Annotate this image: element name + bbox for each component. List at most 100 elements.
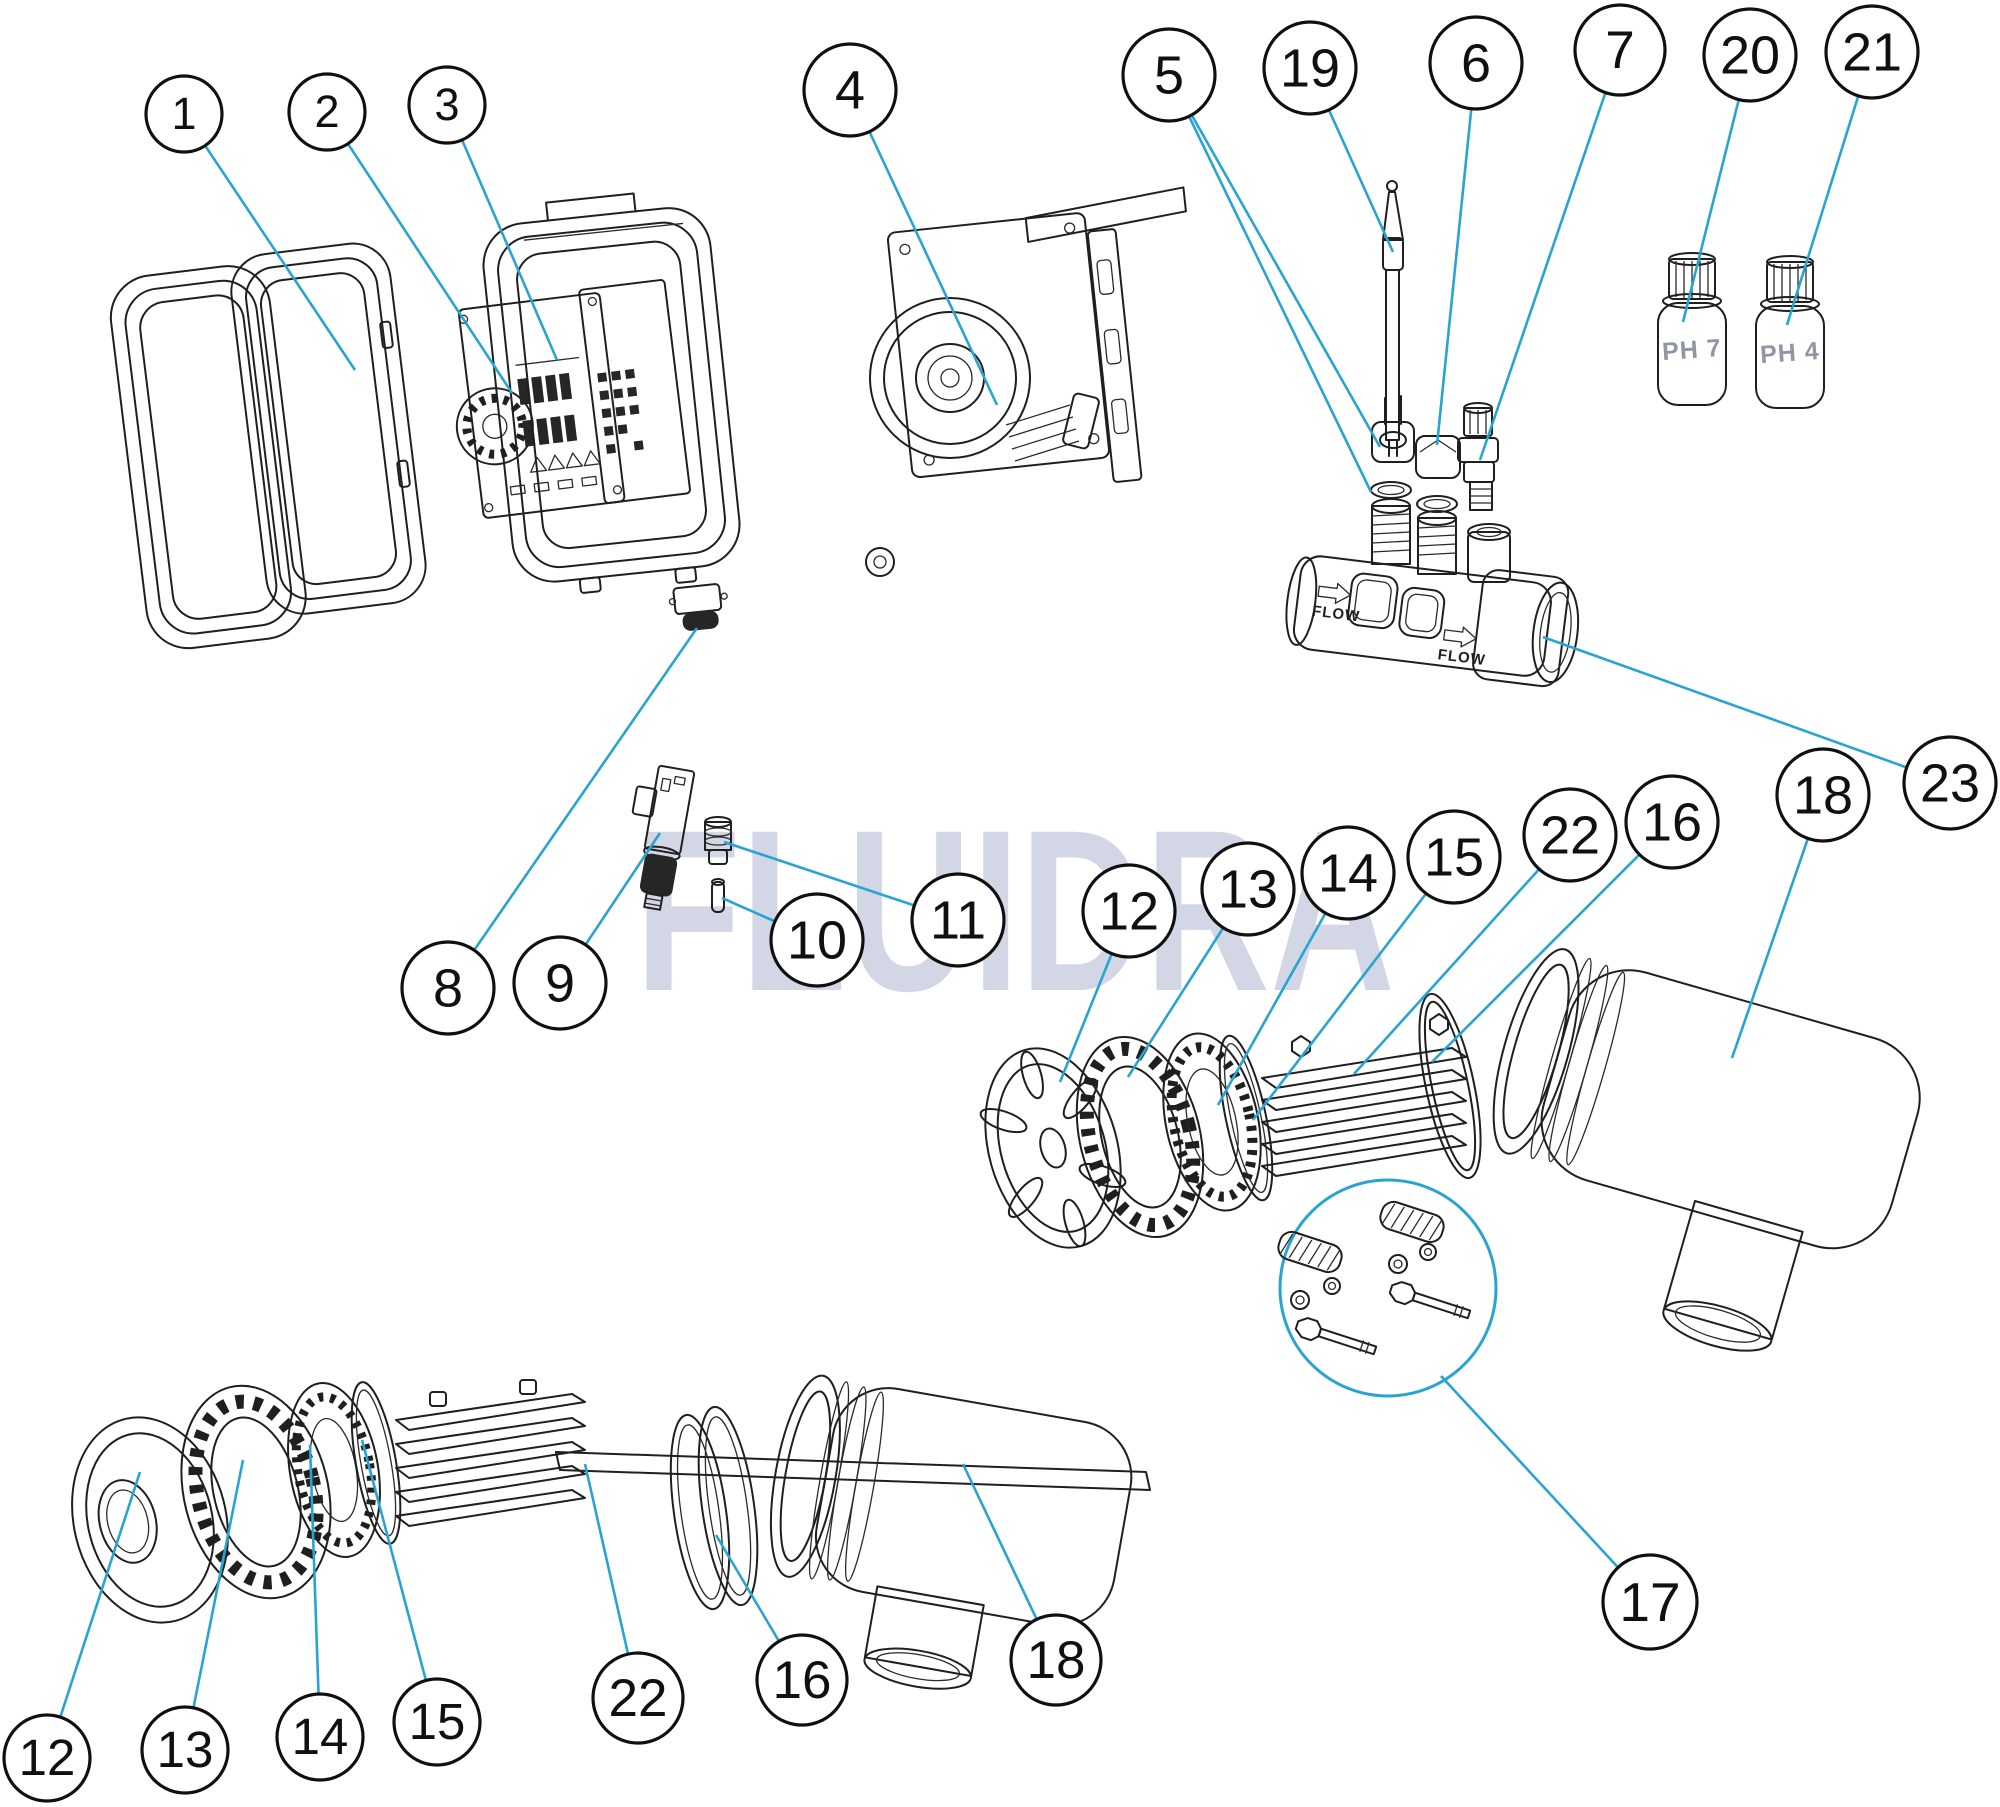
callout-9: 9: [512, 935, 608, 1031]
part-enclosure: [482, 192, 741, 631]
callout-12-upper: 12: [1081, 863, 1177, 959]
callout-number-22-upper: 22: [1540, 805, 1600, 865]
leader-line-15-upper: [1251, 856, 1456, 1121]
callout-5: 5: [1121, 27, 1217, 123]
callout-number-16-lower: 16: [773, 1651, 832, 1710]
leader-line-12-lower: [45, 1471, 142, 1759]
ph7-label: PH 7: [1661, 334, 1722, 366]
callout-number-14-upper: 14: [1318, 843, 1378, 903]
part-display-pcb: [455, 279, 691, 519]
part-electrode-holder-upper: [1162, 1032, 1262, 1212]
ph4-label: PH 4: [1759, 337, 1820, 369]
callout-balloon-15-lower: [392, 1677, 482, 1767]
callout-7: 7: [1573, 3, 1667, 97]
part-ph-probe: [1382, 180, 1404, 457]
callout-number-1: 1: [171, 88, 196, 139]
callout-number-5: 5: [1154, 45, 1184, 105]
callout-balloon-20: [1702, 7, 1798, 103]
callout-22-lower: 22: [591, 1651, 685, 1745]
callout-balloon-18-upper: [1775, 747, 1871, 843]
leader-line-21: [1785, 51, 1874, 326]
callout-number-4: 4: [835, 60, 865, 120]
part-ring-upper: [1218, 1034, 1274, 1202]
callout-number-18-upper: 18: [1793, 765, 1853, 825]
part-flow-sensor: [1457, 402, 1499, 511]
part-cell-locknut-lower: [180, 1384, 332, 1600]
callout-20: 20: [1702, 7, 1798, 103]
callout-21: 21: [1824, 4, 1920, 100]
spring-icon: [1379, 1200, 1445, 1244]
leader-line-5: [1167, 74, 1382, 448]
callout-number-17: 17: [1619, 1571, 1680, 1633]
part-pin: [711, 878, 725, 913]
callout-balloon-1: [144, 74, 224, 154]
callout-balloon-22-upper: [1522, 787, 1618, 883]
callout-number-18-lower: 18: [1027, 1631, 1086, 1690]
callout-number-12-lower: 12: [19, 1729, 76, 1786]
part-electrode-plates-upper: [1261, 1013, 1467, 1177]
part-cell-housing-upper: [1492, 948, 1921, 1352]
callout-12-lower: 12: [2, 1713, 92, 1803]
part-door-panel: [230, 242, 427, 615]
part-electrode-nut: [1371, 395, 1415, 463]
callout-balloon-16-upper: [1624, 774, 1720, 870]
callout-17: 17: [1601, 1553, 1699, 1651]
leader-line-23: [1542, 635, 1951, 785]
callout-balloon-3: [407, 65, 487, 145]
callout-13-upper: 13: [1200, 841, 1296, 937]
callout-balloon-12-lower: [2, 1713, 92, 1803]
bolt-icon: [1388, 1281, 1472, 1320]
callout-balloon-6: [1428, 15, 1524, 111]
leader-line-3: [445, 104, 559, 361]
callout-number-2: 2: [314, 86, 339, 137]
callout-number-22-lower: 22: [609, 1669, 668, 1728]
callout-number-10: 10: [787, 910, 847, 970]
callout-balloon-14-upper: [1300, 825, 1396, 921]
callout-balloon-4: [802, 42, 898, 138]
callout-number-23: 23: [1920, 753, 1980, 813]
callout-balloon-2: [287, 72, 367, 152]
part-electrode-fitting: [704, 816, 732, 865]
callout-2: 2: [287, 72, 367, 152]
callout-balloon-19: [1262, 20, 1358, 116]
callout-number-20: 20: [1720, 25, 1780, 85]
callout-1: 1: [144, 74, 224, 154]
leader-line-6: [1435, 62, 1478, 446]
part-bottle-ph4: PH 4: [1755, 255, 1825, 409]
callout-19: 19: [1262, 20, 1358, 116]
callout-number-13-upper: 13: [1218, 859, 1278, 919]
callout-14-upper: 14: [1300, 825, 1396, 921]
flow-label-1: FLOW: [1311, 603, 1361, 626]
callout-number-15-upper: 15: [1424, 827, 1484, 887]
callout-balloon-8: [400, 940, 496, 1036]
callout-number-8: 8: [433, 958, 463, 1018]
callout-14-lower: 14: [275, 1692, 365, 1782]
callout-number-11: 11: [930, 890, 986, 950]
callout-15-lower: 15: [392, 1677, 482, 1767]
callout-balloon-13-upper: [1200, 841, 1296, 937]
callout-balloon-17: [1601, 1553, 1699, 1651]
callout-balloon-16-lower: [755, 1633, 849, 1727]
part-bottle-ph7: PH 7: [1657, 252, 1727, 406]
callout-16-upper: 16: [1624, 774, 1720, 870]
part-oring-lower: [669, 1405, 759, 1611]
leader-line-14-lower: [308, 1444, 322, 1738]
callout-22-upper: 22: [1522, 787, 1618, 883]
callout-balloon-12-upper: [1081, 863, 1177, 959]
callout-4: 4: [802, 42, 898, 138]
callout-number-16-upper: 16: [1642, 792, 1702, 852]
bolt-icon: [1294, 1317, 1378, 1356]
callout-18-lower: 18: [1009, 1613, 1103, 1707]
callout-15-upper: 15: [1406, 809, 1502, 905]
leader-line-15-lower: [360, 1439, 439, 1723]
callout-8: 8: [400, 940, 496, 1036]
part-oring-b: [1416, 495, 1458, 513]
callout-11: 11: [910, 872, 1006, 968]
callout-number-3: 3: [434, 79, 459, 130]
leader-lines: [45, 49, 1951, 1759]
leader-line-4: [848, 89, 999, 406]
leader-line-8: [446, 627, 699, 989]
spring-icon: [1277, 1230, 1343, 1274]
